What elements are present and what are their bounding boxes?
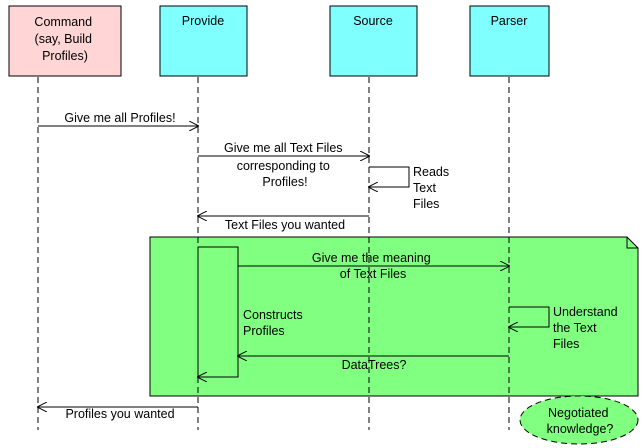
message-5-label-line1: Give me the meaning bbox=[312, 251, 431, 265]
message-9-label: Profiles you wanted bbox=[65, 407, 174, 421]
note-fold bbox=[626, 237, 638, 249]
message-3-label-line1: Reads bbox=[413, 165, 449, 179]
participant-command-line2: (say, Build bbox=[35, 32, 92, 46]
message-give-me-text-files: Give me all Text Files corresponding to … bbox=[198, 141, 369, 189]
message-4-label: Text Files you wanted bbox=[225, 218, 345, 232]
message-profiles-you-wanted: Profiles you wanted bbox=[38, 407, 198, 421]
negotiated-knowledge-ellipse: Negotiated knowledge? bbox=[519, 395, 639, 445]
message-3-label-line3: Files bbox=[413, 197, 439, 211]
participant-parser: Parser bbox=[469, 5, 550, 77]
participant-parser-label: Parser bbox=[491, 14, 528, 28]
message-5-label-line2: of Text Files bbox=[340, 267, 406, 281]
svg-text:Give me all Text Files c: Give me all Text Files corresponding to … bbox=[224, 141, 346, 189]
message-give-me-all-profiles: Give me all Profiles! bbox=[38, 111, 198, 126]
svg-text:Give me the meaning of T: Give me the meaning of Text Files bbox=[312, 251, 434, 281]
participant-command-line1: Command bbox=[34, 15, 92, 29]
svg-text:Understand the Text: Understand the Text Files bbox=[553, 305, 621, 351]
message-7-label-line3: Files bbox=[553, 337, 579, 351]
svg-text:Constructs Profiles: Constructs Profiles bbox=[243, 308, 306, 338]
message-reads-text-files: Reads Text Files bbox=[369, 165, 453, 211]
message-7-label-line1: Understand bbox=[553, 305, 618, 319]
message-8-label: DataTrees? bbox=[342, 358, 407, 372]
ellipse-label-line2: knowledge? bbox=[547, 422, 614, 436]
message-6-label-line2: Profiles bbox=[243, 324, 285, 338]
participant-command: Command (say, Build Profiles) bbox=[8, 5, 122, 77]
message-7-label-line2: the Text bbox=[553, 321, 597, 335]
message-text-files-you-wanted: Text Files you wanted bbox=[198, 216, 369, 232]
ellipse-label-line1: Negotiated bbox=[548, 406, 609, 420]
message-understand-text-files: Understand the Text Files bbox=[509, 305, 621, 351]
participant-provide: Provide bbox=[159, 5, 248, 77]
message-2-label-line1: Give me all Text Files bbox=[224, 141, 343, 155]
participant-provide-label: Provide bbox=[182, 14, 224, 28]
message-2-label-line3: Profiles! bbox=[262, 175, 307, 189]
message-6-label-line1: Constructs bbox=[243, 308, 303, 322]
participant-command-line3: Profiles) bbox=[42, 49, 88, 63]
message-2-label-line2: corresponding to bbox=[237, 159, 330, 173]
svg-text:Reads Text Files: Reads Text Files bbox=[413, 165, 453, 211]
participant-source: Source bbox=[329, 5, 418, 77]
participant-source-label: Source bbox=[353, 14, 393, 28]
message-3-label-line2: Text bbox=[413, 181, 436, 195]
svg-text:Command (say, Build: Command (say, Build Profiles) bbox=[34, 15, 95, 63]
svg-text:Negotiated knowledge?: Negotiated knowledge? bbox=[547, 406, 614, 436]
message-1-label: Give me all Profiles! bbox=[64, 111, 175, 125]
provide-activation bbox=[197, 246, 239, 378]
message-give-me-meaning: Give me the meaning of Text Files bbox=[238, 251, 509, 281]
message-datatrees: DataTrees? bbox=[238, 356, 509, 372]
